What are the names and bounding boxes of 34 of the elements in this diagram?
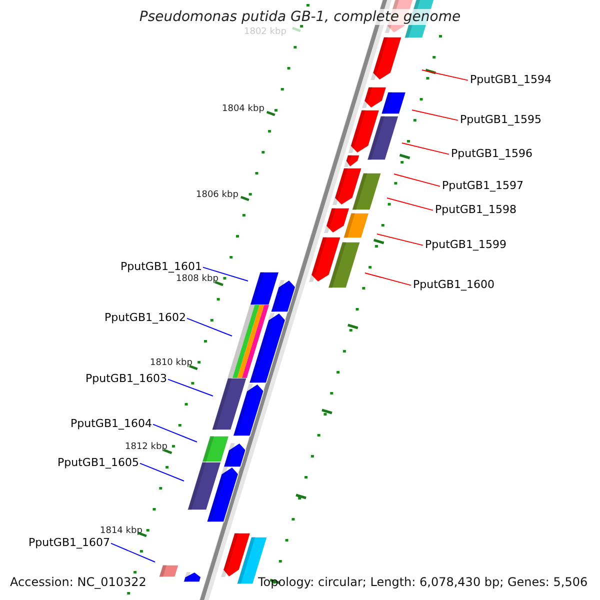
gene-label: PputGB1_1597	[442, 180, 524, 193]
gene-label: PputGB1_1607	[28, 537, 110, 550]
scale-label: 1808 kbp	[176, 274, 218, 284]
leader-line	[386, 198, 434, 211]
gene-label: PputGB1_1595	[460, 114, 542, 127]
leader-line	[186, 318, 232, 336]
gene-label: PputGB1_1601	[120, 261, 202, 274]
leader-line	[110, 542, 156, 562]
scale-label: 1804 kbp	[222, 104, 264, 114]
gene-label: PputGB1_1598	[435, 204, 516, 217]
gene-label: PputGB1_1594	[470, 74, 552, 87]
scale-label: 1810 kbp	[150, 358, 192, 368]
gene-label: PputGB1_1605	[58, 457, 139, 470]
leader-line	[422, 70, 468, 81]
scale-label: 1806 kbp	[196, 190, 238, 200]
gene-label: PputGB1_1604	[70, 418, 152, 431]
gene-label: PputGB1_1602	[104, 312, 186, 325]
scale-label: 1814 kbp	[100, 526, 142, 536]
leader-line	[364, 272, 412, 286]
leader-line	[394, 174, 440, 187]
leader-line	[152, 424, 198, 442]
leader-line	[168, 378, 214, 396]
gene-label: PputGB1_1596	[451, 148, 532, 161]
gene-label: PputGB1_1599	[425, 239, 506, 252]
gene-label: PputGB1_1600	[413, 279, 494, 292]
leader-line	[402, 142, 450, 155]
scale-label: 1812 kbp	[125, 442, 168, 452]
gene-label: PputGB1_1603	[86, 373, 167, 386]
leader-line	[202, 266, 248, 282]
footer-text: Accession: NC_010322	[10, 576, 146, 590]
leader-line	[412, 110, 458, 121]
leader-line	[140, 462, 184, 482]
footer-text: Topology: circular; Length: 6,078,430 bp; Genes: 5,506	[258, 576, 588, 590]
leader-line	[376, 234, 424, 246]
